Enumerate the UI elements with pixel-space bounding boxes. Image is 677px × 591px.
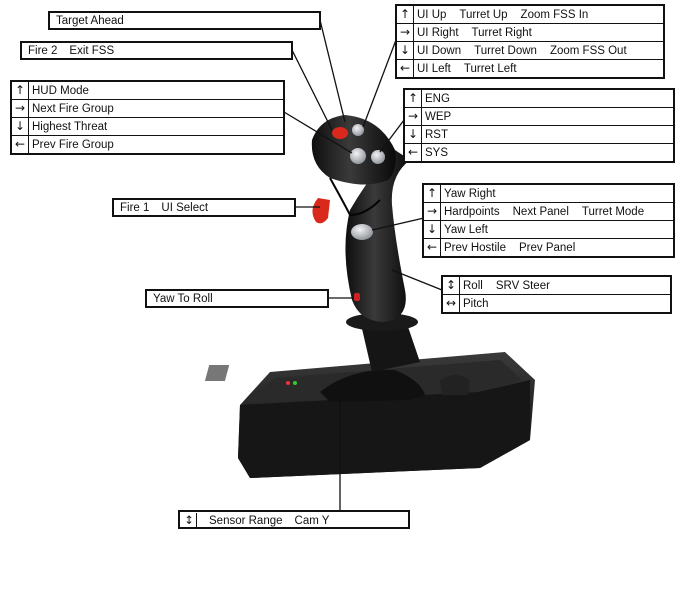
thumb-hat-row-up: ↑ Yaw Right — [424, 185, 673, 202]
label-yaw-to-roll: Yaw To Roll — [145, 289, 329, 308]
arrow-up-icon: ↑ — [12, 82, 29, 99]
trigger — [312, 198, 330, 224]
arrow-left-icon: ← — [397, 60, 414, 77]
cell-text: Highest Threat — [32, 120, 108, 133]
cell-text: RST — [425, 128, 448, 141]
hat-top-right-row-left: ← UI Left Turret Left — [397, 59, 663, 77]
power-hat-row-up: ↑ ENG — [405, 90, 673, 107]
cell-text: UI Down — [417, 44, 462, 57]
hat-top-left-row-left: ← Prev Fire Group — [12, 135, 283, 153]
hat-top-left-row-up: ↑ HUD Mode — [12, 82, 283, 99]
sensor-range-text: Sensor Range — [209, 515, 283, 527]
power-hat-row-right: → WEP — [405, 107, 673, 125]
arrow-up-down-icon: ↕ — [443, 277, 460, 294]
hat-top-left-row-down: ↓ Highest Threat — [12, 117, 283, 135]
thumb-hat-row-left: ← Prev Hostile Prev Panel — [424, 238, 673, 256]
cell-text: ENG — [425, 92, 450, 105]
fire1-text: Fire 1 — [120, 202, 150, 214]
cell-text: HUD Mode — [32, 84, 89, 97]
cell-text: Pitch — [463, 297, 489, 310]
arrow-right-icon: → — [405, 108, 422, 125]
stick-axes-row-pitch: ↔ Pitch — [443, 294, 670, 312]
stick-axes-row-roll: ↕ Roll SRV Steer — [443, 277, 670, 294]
hat-top-left-row-right: → Next Fire Group — [12, 99, 283, 117]
arrow-down-icon: ↓ — [405, 126, 422, 143]
arrow-up-icon: ↑ — [424, 185, 441, 202]
joystick-base — [204, 352, 535, 478]
cell-text: Prev Fire Group — [32, 138, 114, 151]
label-target-ahead: Target Ahead — [48, 11, 321, 30]
cell-text: Zoom FSS Out — [549, 44, 627, 57]
arrow-down-icon: ↓ — [12, 118, 29, 135]
cam-y-text: Cam Y — [294, 515, 330, 527]
label-fire2: Fire 2 Exit FSS — [20, 41, 293, 60]
cell-text: Turret Right — [471, 26, 532, 39]
cell-text: Turret Down — [474, 44, 537, 57]
arrow-left-icon: ← — [12, 136, 29, 153]
cell-text: SYS — [425, 146, 449, 159]
cell-text: Prev Panel — [519, 241, 576, 254]
table-hat-top-left: ↑ HUD Mode → Next Fire Group ↓ Highest T… — [10, 80, 285, 155]
table-power-hat: ↑ ENG → WEP ↓ RST ← SYS — [403, 88, 675, 163]
cell-text: UI Up — [417, 8, 447, 21]
label-fire1: Fire 1 UI Select — [112, 198, 296, 217]
arrow-left-right-icon: ↔ — [443, 295, 460, 312]
arrow-up-icon: ↑ — [397, 6, 414, 23]
cell-text: UI Left — [417, 62, 451, 75]
cell-text: Yaw Right — [444, 187, 496, 200]
cell-text: UI Right — [417, 26, 459, 39]
cell-text: SRV Steer — [495, 279, 550, 292]
cell-text: WEP — [425, 110, 452, 123]
cell-text: Turret Mode — [581, 205, 645, 218]
table-stick-axes: ↕ Roll SRV Steer ↔ Pitch — [441, 275, 672, 314]
cell-text: Prev Hostile — [444, 241, 506, 254]
thumb-hat-row-down: ↓ Yaw Left — [424, 220, 673, 238]
cell-text: Roll — [463, 279, 483, 292]
arrow-left-icon: ← — [424, 239, 441, 256]
arrow-up-icon: ↑ — [405, 90, 422, 107]
cell-text: Yaw Left — [444, 223, 488, 236]
cell-text: Zoom FSS In — [520, 8, 589, 21]
cell-text: Turret Left — [463, 62, 517, 75]
joystick-grip — [311, 115, 420, 372]
cell-text: Hardpoints — [444, 205, 500, 218]
fire2-text: Fire 2 — [28, 45, 58, 57]
table-thumb-hat: ↑ Yaw Right → Hardpoints Next Panel Turret… — [422, 183, 675, 258]
arrow-up-down-icon: ↕ — [182, 513, 197, 527]
cell-text: Next Panel — [512, 205, 569, 218]
thumb-hat-row-right: → Hardpoints Next Panel Turret Mode — [424, 202, 673, 220]
arrow-down-icon: ↓ — [397, 42, 414, 59]
leader-lines — [283, 19, 443, 510]
arrow-right-icon: → — [12, 100, 29, 117]
arrow-down-icon: ↓ — [424, 221, 441, 238]
exit-fss-text: Exit FSS — [69, 45, 115, 57]
yaw-to-roll-text: Yaw To Roll — [153, 293, 213, 305]
arrow-right-icon: → — [424, 203, 441, 220]
cell-text: Turret Up — [459, 8, 508, 21]
hat-top-right-row-up: ↑ UI Up Turret Up Zoom FSS In — [397, 6, 663, 23]
cell-text: Next Fire Group — [32, 102, 114, 115]
power-hat-row-down: ↓ RST — [405, 125, 673, 143]
arrow-right-icon: → — [397, 24, 414, 41]
target-ahead-text: Target Ahead — [56, 15, 124, 27]
label-throttle: ↕ Sensor Range Cam Y — [178, 510, 410, 529]
arrow-left-icon: ← — [405, 144, 422, 161]
hat-top-right-row-right: → UI Right Turret Right — [397, 23, 663, 41]
ui-select-text: UI Select — [161, 202, 209, 214]
hat-top-right-row-down: ↓ UI Down Turret Down Zoom FSS Out — [397, 41, 663, 59]
power-hat-row-left: ← SYS — [405, 143, 673, 161]
